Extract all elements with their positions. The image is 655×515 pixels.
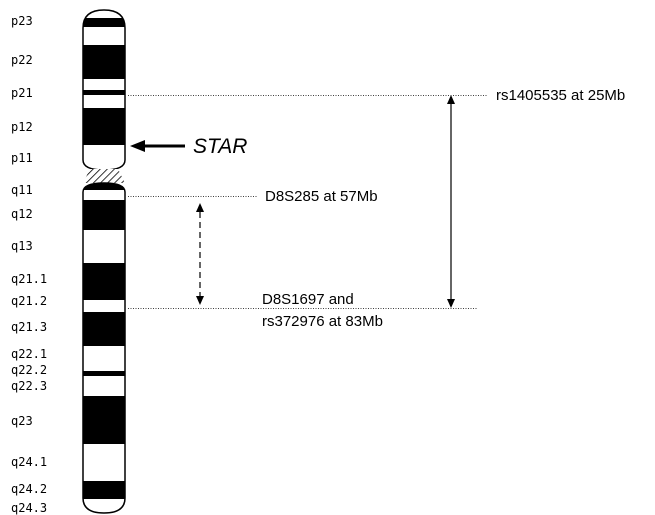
rs1405535-label: rs1405535 at 25Mb [496, 87, 625, 104]
marker-labels: rs1405535 at 25Mb D8S285 at 57Mb D8S1697… [262, 87, 625, 330]
band-label: q24.2 [11, 482, 47, 496]
band-p22 [83, 45, 125, 79]
band-label: q22.3 [11, 379, 47, 393]
inner-interval-head-up [196, 203, 204, 212]
band-label: q21.3 [11, 320, 47, 334]
band-label: q21.1 [11, 272, 47, 286]
band-label: p21 [11, 86, 33, 100]
q-arm-outline [82, 182, 126, 514]
band-q24.2 [83, 481, 125, 499]
band-p21 [83, 90, 125, 95]
band-labels: p23 p22 p21 p12 p11 q11 q12 q13 q21.1 q2… [11, 14, 47, 515]
band-label: q24.1 [11, 455, 47, 469]
band-label: q13 [11, 239, 33, 253]
d8s285-label: D8S285 at 57Mb [265, 188, 378, 205]
band-label: p23 [11, 14, 33, 28]
star-gene-label: STAR [193, 135, 247, 158]
band-label: p22 [11, 53, 33, 67]
band-q22.2 [83, 371, 125, 376]
star-pointer: STAR [130, 135, 247, 158]
star-arrow-head [130, 140, 145, 152]
p-arm-outline [82, 9, 126, 171]
band-label: q22.2 [11, 363, 47, 377]
band-label: q22.1 [11, 347, 47, 361]
band-q23 [83, 396, 125, 444]
band-q21.3 [83, 312, 125, 346]
outer-interval-head-up [447, 95, 455, 104]
d8s1697-label-line2: rs372976 at 83Mb [262, 313, 383, 330]
band-label: p11 [11, 151, 33, 165]
inner-interval-head-down [196, 296, 204, 305]
band-p23-dark [83, 18, 125, 27]
band-label: q12 [11, 207, 33, 221]
marker-lines [128, 95, 488, 309]
band-q21.1 [83, 263, 125, 300]
band-q11-dark-b [83, 200, 125, 230]
band-label: q24.3 [11, 501, 47, 515]
outer-interval-arrow [447, 95, 455, 308]
d8s1697-label-line1: D8S1697 and [262, 291, 354, 308]
centromere [83, 169, 125, 183]
band-label: q11 [11, 183, 33, 197]
band-label: p12 [11, 120, 33, 134]
q-arm [83, 183, 125, 499]
outer-interval-head-down [447, 299, 455, 308]
p-arm [83, 10, 125, 145]
band-p12 [83, 108, 125, 145]
band-label: q23 [11, 414, 33, 428]
inner-interval-arrow [196, 203, 204, 305]
band-label: q21.2 [11, 294, 47, 308]
band-q11-dark-a [83, 183, 125, 190]
